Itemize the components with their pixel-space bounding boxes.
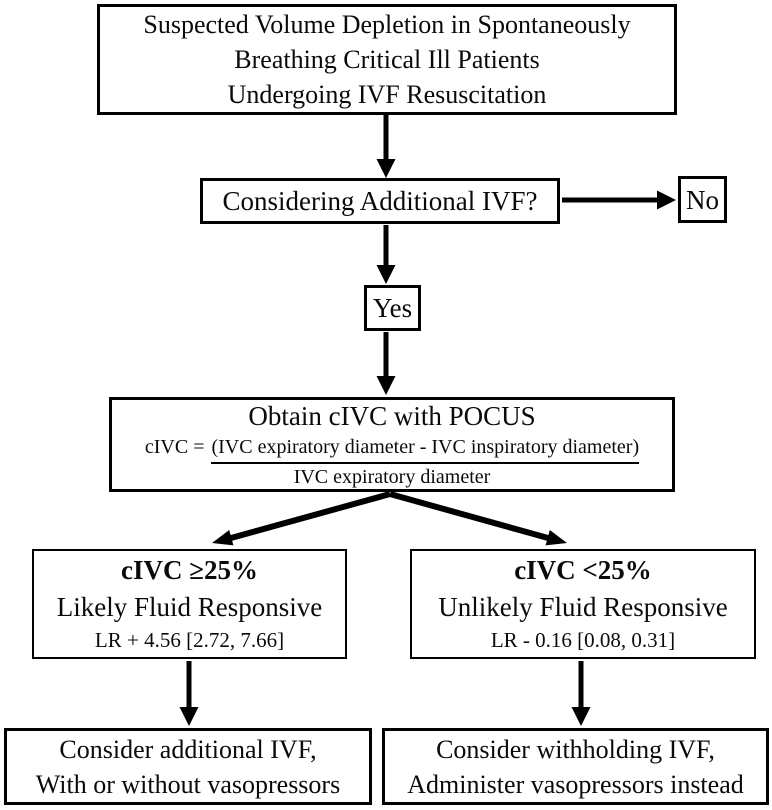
arrow-pocus-to-responsive — [212, 491, 391, 546]
arrow-yes-to-pocus — [376, 332, 396, 395]
node-start-line3: Undergoing IVF Resuscitation — [227, 80, 547, 109]
civc-formula: cIVC = (IVC expiratory diameter - IVC in… — [144, 434, 640, 464]
not-fluid-responsive-title: cIVC <25% — [514, 555, 652, 585]
node-obtain-civc-pocus: Obtain cIVC with POCUS cIVC = (IVC expir… — [109, 397, 675, 492]
formula-numerator: (IVC expiratory diameter - IVC inspirato… — [211, 434, 640, 464]
fluid-responsive-likelihood-ratio: LR + 4.56 [2.72, 7.66] — [94, 628, 285, 652]
give-fluids-line1: Consider additional IVF, — [59, 734, 317, 764]
node-start: Suspected Volume Depletion in Spontaneou… — [97, 4, 677, 115]
node-no-label: No — [686, 184, 719, 215]
formula-prefix: cIVC = — [144, 436, 205, 458]
node-yes-label: Yes — [372, 293, 413, 323]
fluid-responsive-subtitle: Likely Fluid Responsive — [56, 592, 323, 622]
node-consider-withholding-ivf: Consider withholding IVF, Administer vas… — [382, 728, 769, 805]
pocus-title: Obtain cIVC with POCUS — [248, 401, 536, 431]
arrow-start-to-considering — [376, 114, 396, 178]
node-not-fluid-responsive: cIVC <25% Unlikely Fluid Responsive LR -… — [410, 549, 756, 659]
node-considering-label: Considering Additional IVF? — [222, 186, 538, 216]
arrow-not-responsive-to-withhold-fluids — [571, 661, 591, 726]
not-fluid-responsive-likelihood-ratio: LR - 0.16 [0.08, 0.31] — [490, 628, 676, 652]
arrow-considering-to-yes — [376, 225, 396, 284]
node-considering-additional-ivf: Considering Additional IVF? — [200, 178, 560, 224]
not-fluid-responsive-subtitle: Unlikely Fluid Responsive — [438, 592, 728, 622]
give-fluids-line2: With or without vasopressors — [35, 769, 341, 799]
fluid-responsive-title: cIVC ≥25% — [120, 555, 259, 585]
node-start-line1: Suspected Volume Depletion in Spontaneou… — [143, 10, 631, 39]
arrow-responsive-to-give-fluids — [179, 661, 199, 726]
node-consider-additional-ivf: Consider additional IVF, With or without… — [4, 728, 372, 805]
withhold-fluids-line1: Consider withholding IVF, — [436, 734, 715, 764]
node-start-line2: Breathing Critical Ill Patients — [234, 45, 540, 74]
formula-denominator: IVC expiratory diameter — [293, 466, 491, 488]
arrow-considering-to-no — [562, 190, 676, 210]
node-yes: Yes — [364, 285, 421, 331]
node-fluid-responsive: cIVC ≥25% Likely Fluid Responsive LR + 4… — [32, 549, 347, 659]
arrow-pocus-to-not-responsive — [389, 491, 567, 546]
node-no: No — [678, 176, 727, 223]
withhold-fluids-line2: Administer vasopressors instead — [407, 769, 744, 799]
